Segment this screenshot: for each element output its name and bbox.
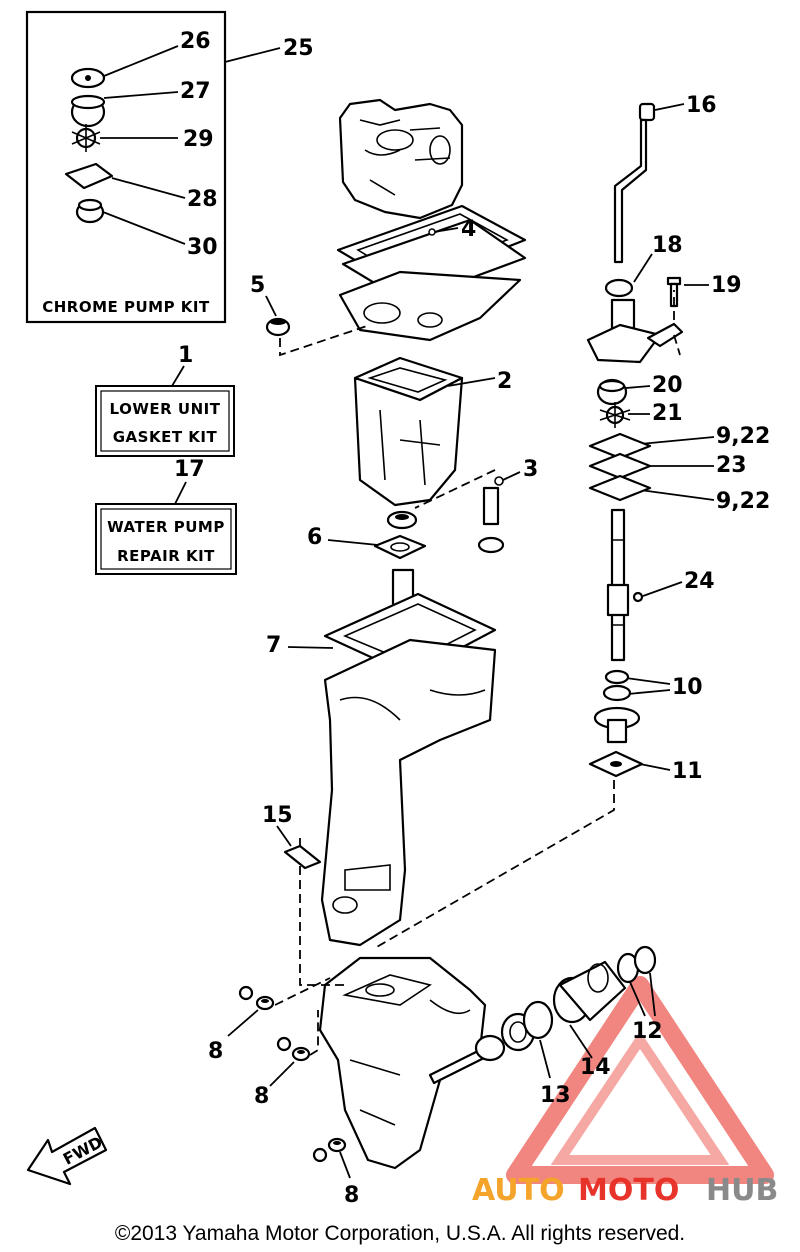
callout-27: 27 <box>180 79 211 104</box>
water-pump-repair-kit-box: 17 WATER PUMP REPAIR KIT <box>95 457 237 575</box>
shaft-retainer <box>593 706 641 744</box>
part-23-outer-plate <box>588 452 652 480</box>
callout-26: 26 <box>180 29 211 54</box>
driveshaft-housing <box>320 568 497 947</box>
part-15-anode <box>283 844 322 870</box>
callout-10: 10 <box>672 675 703 700</box>
callout-30: 30 <box>187 235 218 260</box>
gearcase <box>318 956 487 1170</box>
callout-4: 4 <box>461 217 476 242</box>
callout-28: 28 <box>187 187 218 212</box>
watermark-text: AUTO MOTO HUB <box>472 1173 778 1208</box>
callout-17: 17 <box>174 457 205 482</box>
part-8-screw-c <box>312 1137 347 1163</box>
callout-11: 11 <box>672 759 703 784</box>
callout-9-22-bottom: 9,22 <box>716 489 770 514</box>
callout-7: 7 <box>266 633 281 658</box>
part-8-screw-b <box>276 1036 311 1062</box>
callout-29: 29 <box>183 127 214 152</box>
part-10-washers <box>602 669 632 702</box>
watermark-moto: MOTO <box>578 1173 679 1208</box>
part-3-tube <box>477 486 505 554</box>
part-20-insert-cartridge <box>596 378 628 406</box>
callout-12: 12 <box>632 1019 663 1044</box>
callout-20: 20 <box>652 373 683 398</box>
part-27-sleeve <box>70 94 106 128</box>
lower-unit-label-1: LOWER UNIT <box>110 400 221 418</box>
part-28-plate <box>64 162 114 190</box>
part-12-seals <box>616 945 657 984</box>
chrome-pump-kit-box: 26 27 29 28 30 CHROME PUMP KIT <box>25 10 227 324</box>
part-19-bolt <box>666 276 682 308</box>
callout-16: 16 <box>686 93 717 118</box>
callout-2: 2 <box>497 369 512 394</box>
callout-1: 1 <box>178 343 193 368</box>
watermark-logo <box>506 976 774 1184</box>
part-13-o-ring <box>522 1000 554 1040</box>
callout-18: 18 <box>652 233 683 258</box>
fwd-arrow-icon: FWD <box>26 1126 108 1186</box>
callout-3: 3 <box>523 457 538 482</box>
watermark-hub: HUB <box>706 1173 778 1208</box>
chrome-pump-kit-label: CHROME PUMP KIT <box>42 298 210 316</box>
seal-under-2 <box>386 510 418 530</box>
lower-unit-gasket-kit-box: 1 LOWER UNIT GASKET KIT <box>95 343 235 457</box>
callout-24: 24 <box>684 569 715 594</box>
part-5-grommet <box>265 317 291 337</box>
callout-8-b: 8 <box>254 1084 269 1109</box>
drive-shaft <box>606 508 630 662</box>
callout-8-c: 8 <box>344 1183 359 1208</box>
pump-housing <box>586 290 684 364</box>
adapter-plate <box>338 270 522 342</box>
part-29-impeller <box>71 124 101 152</box>
part-30-seal <box>75 198 105 224</box>
watermark-auto: AUTO <box>472 1173 565 1208</box>
callout-23: 23 <box>716 453 747 478</box>
water-pump-label-1: WATER PUMP <box>107 518 225 536</box>
callout-6: 6 <box>307 525 322 550</box>
part-21-impeller <box>599 402 631 428</box>
callout-13: 13 <box>540 1083 571 1108</box>
copyright-notice: ©2013 Yamaha Motor Corporation, U.S.A. A… <box>115 1222 685 1245</box>
callout-14: 14 <box>580 1055 611 1080</box>
part-9-22-gasket-top <box>588 432 652 460</box>
water-pump-label-2: REPAIR KIT <box>117 547 215 565</box>
callout-19: 19 <box>711 273 742 298</box>
callout-21: 21 <box>652 401 683 426</box>
propeller-shaft <box>428 1012 536 1085</box>
callout-15: 15 <box>262 803 293 828</box>
part-8-screw-a <box>238 985 275 1011</box>
lower-unit-label-2: GASKET KIT <box>113 428 218 446</box>
part-9-22-gasket-bottom <box>588 474 652 502</box>
callout-8-a: 8 <box>208 1039 223 1064</box>
part-18-grommet <box>604 278 634 298</box>
part-2-exhaust-guide <box>353 356 464 507</box>
part-16-water-tube <box>613 102 656 264</box>
callout-9-22-top: 9,22 <box>716 424 770 449</box>
part-14-bearing-housing <box>552 960 627 1024</box>
callout-25: 25 <box>283 36 314 61</box>
callout-5: 5 <box>250 273 265 298</box>
part-6-gasket <box>373 534 427 560</box>
powerhead-block <box>338 98 464 220</box>
